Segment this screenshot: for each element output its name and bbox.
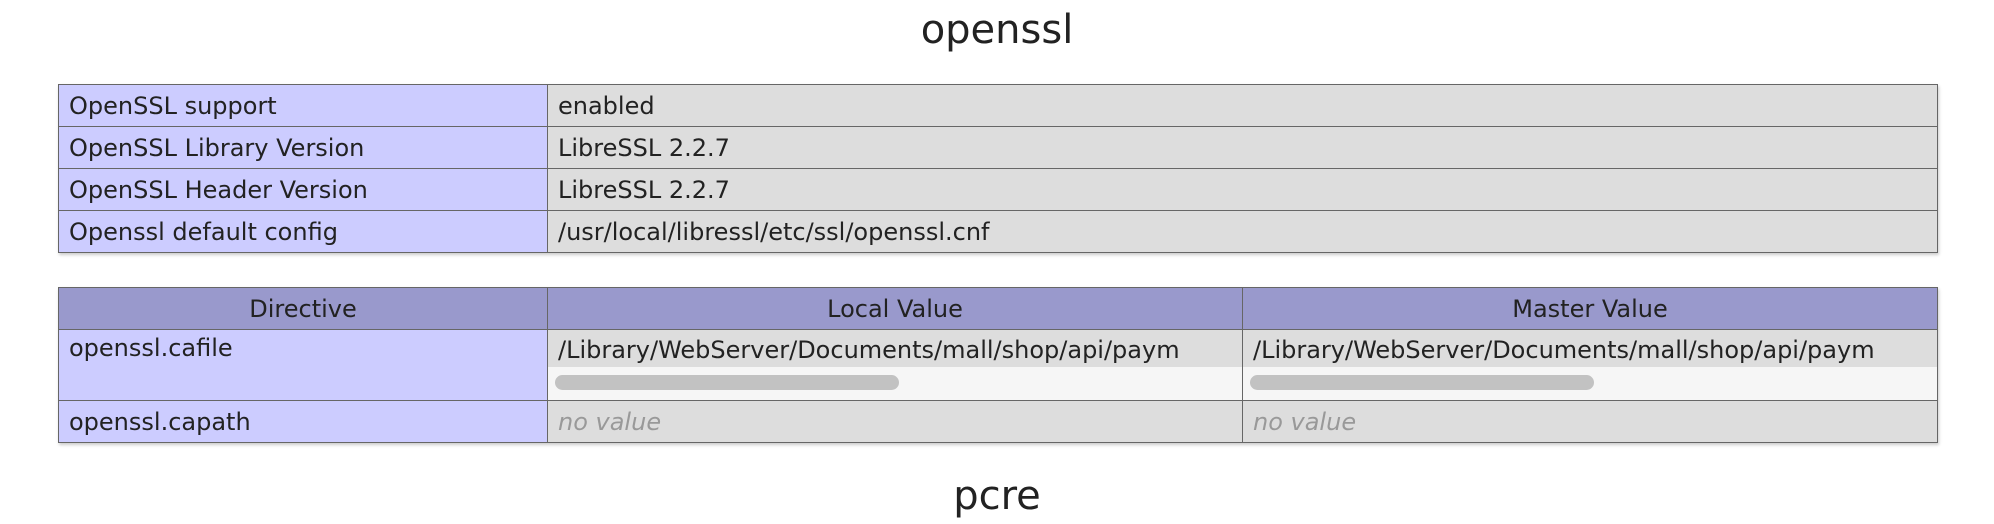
info-value: /usr/local/libressl/etc/ssl/openssl.cnf [547, 210, 1938, 253]
table-header-row: Directive Local Value Master Value [58, 287, 1938, 330]
local-value-scroll-area[interactable]: /Library/WebServer/Documents/mall/shop/a… [548, 330, 1242, 400]
info-label: Openssl default config [58, 210, 548, 253]
scrollbar-thumb[interactable] [555, 375, 899, 390]
section-title-pcre: pcre [953, 473, 1041, 519]
table-row: OpenSSL Header Version LibreSSL 2.2.7 [58, 168, 1938, 211]
info-label: OpenSSL Library Version [58, 126, 548, 169]
no-value-text: no value [1253, 407, 1357, 436]
directives-table: Directive Local Value Master Value opens… [58, 287, 1938, 443]
table-row: OpenSSL support enabled [58, 84, 1938, 127]
openssl-info-table: OpenSSL support enabled OpenSSL Library … [58, 84, 1938, 253]
local-value-cell: no value [547, 400, 1243, 443]
table-row: OpenSSL Library Version LibreSSL 2.2.7 [58, 126, 1938, 169]
directive-name: openssl.cafile [58, 329, 548, 401]
scrollbar-thumb[interactable] [1250, 375, 1594, 390]
local-value-text: /Library/WebServer/Documents/mall/shop/a… [548, 330, 1242, 367]
directive-name: openssl.capath [58, 400, 548, 443]
table-row: Openssl default config /usr/local/libres… [58, 210, 1938, 253]
no-value-text: no value [558, 407, 662, 436]
table-row: openssl.capath no value no value [58, 400, 1938, 443]
master-value-scroll-area[interactable]: /Library/WebServer/Documents/mall/shop/a… [1243, 330, 1937, 400]
column-header-local-value: Local Value [547, 287, 1243, 330]
local-value-cell: /Library/WebServer/Documents/mall/shop/a… [547, 329, 1243, 401]
master-value-cell: no value [1242, 400, 1938, 443]
section-title-openssl: openssl [920, 7, 1074, 53]
info-value: LibreSSL 2.2.7 [547, 168, 1938, 211]
horizontal-scrollbar[interactable] [1243, 367, 1937, 400]
info-label: OpenSSL support [58, 84, 548, 127]
master-value-cell: /Library/WebServer/Documents/mall/shop/a… [1242, 329, 1938, 401]
info-value: LibreSSL 2.2.7 [547, 126, 1938, 169]
column-header-directive: Directive [58, 287, 548, 330]
info-value: enabled [547, 84, 1938, 127]
column-header-master-value: Master Value [1242, 287, 1938, 330]
horizontal-scrollbar[interactable] [548, 367, 1242, 400]
master-value-text: /Library/WebServer/Documents/mall/shop/a… [1243, 330, 1937, 367]
table-row: openssl.cafile /Library/WebServer/Docume… [58, 329, 1938, 401]
info-label: OpenSSL Header Version [58, 168, 548, 211]
